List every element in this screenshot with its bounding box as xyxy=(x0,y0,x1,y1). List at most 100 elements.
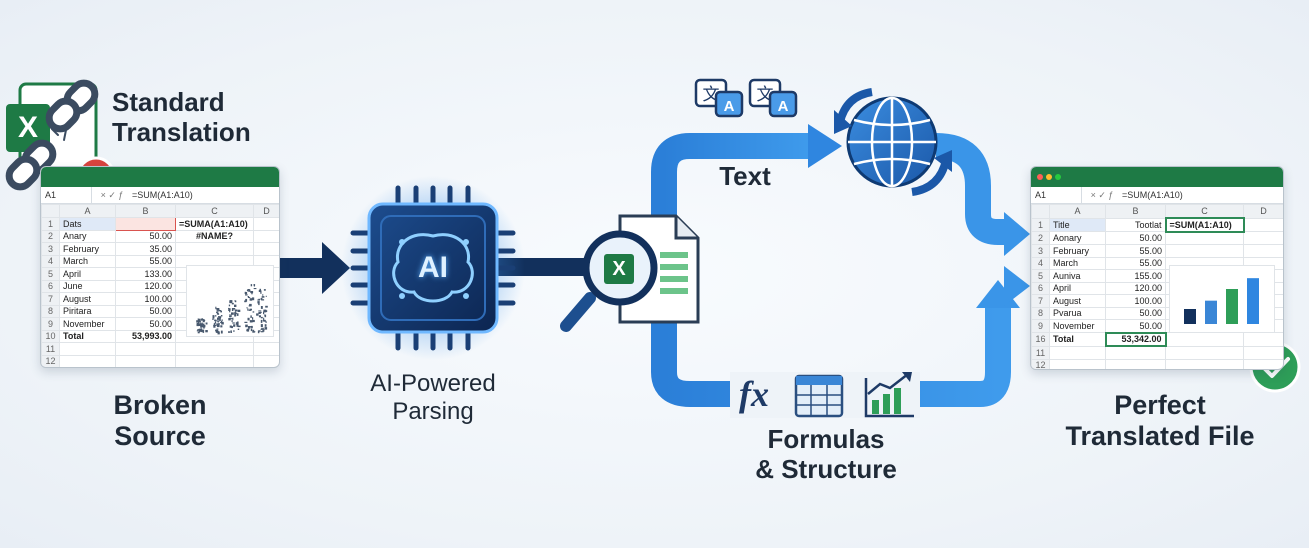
cell[interactable] xyxy=(115,354,176,367)
cell[interactable] xyxy=(1243,345,1283,360)
cell[interactable] xyxy=(115,217,176,231)
cell[interactable] xyxy=(1243,231,1283,245)
cell[interactable]: Anary xyxy=(59,229,116,243)
cell[interactable] xyxy=(1165,345,1244,360)
maximize-dot-icon[interactable] xyxy=(1055,174,1061,180)
cell[interactable] xyxy=(253,354,279,367)
cell[interactable] xyxy=(175,354,254,367)
cell[interactable]: 53,342.00 xyxy=(1104,331,1167,347)
cell[interactable]: 50.00 xyxy=(1105,319,1166,333)
cell[interactable]: February xyxy=(59,242,116,256)
row-number[interactable]: 5 xyxy=(41,267,60,281)
cell[interactable]: 120.00 xyxy=(115,279,176,293)
row-number[interactable]: 1 xyxy=(41,217,60,231)
cell[interactable]: 50.00 xyxy=(115,317,176,331)
row-number[interactable]: 9 xyxy=(41,317,60,331)
cell[interactable] xyxy=(1165,358,1244,369)
cell[interactable] xyxy=(1165,244,1244,258)
cell[interactable] xyxy=(115,342,176,356)
cell[interactable]: 55.00 xyxy=(115,254,176,268)
cell[interactable]: November xyxy=(59,317,116,331)
row-number[interactable]: 2 xyxy=(41,229,60,243)
row-number[interactable]: 7 xyxy=(41,292,60,306)
cell-ref-box[interactable]: A1 xyxy=(1031,187,1082,203)
cell[interactable] xyxy=(1105,358,1166,369)
cell[interactable]: Pvarua xyxy=(1049,306,1106,320)
cell[interactable]: 120.00 xyxy=(1105,281,1166,295)
cell[interactable] xyxy=(1105,345,1166,360)
row-number[interactable]: 2 xyxy=(1031,231,1050,245)
column-header[interactable]: B xyxy=(115,204,176,218)
cell[interactable]: March xyxy=(59,254,116,268)
fx-button[interactable]: × ✓ ƒ xyxy=(100,189,124,200)
column-header[interactable]: D xyxy=(1243,204,1283,219)
row-number[interactable]: 3 xyxy=(41,242,60,256)
column-header[interactable]: C xyxy=(1165,204,1244,219)
row-number[interactable]: 11 xyxy=(1031,345,1050,360)
close-dot-icon[interactable] xyxy=(1037,174,1043,180)
cell[interactable] xyxy=(253,242,279,256)
row-number[interactable]: 7 xyxy=(1031,294,1050,308)
cell[interactable]: 50.00 xyxy=(115,304,176,318)
cell[interactable] xyxy=(253,217,279,231)
row-number[interactable]: 4 xyxy=(41,254,60,268)
fx-button[interactable]: × ✓ ƒ xyxy=(1090,189,1114,200)
cell[interactable]: 53,993.00 xyxy=(115,329,176,343)
cell[interactable]: Piritara xyxy=(59,304,116,318)
cell[interactable]: August xyxy=(1049,294,1106,308)
row-number[interactable]: 9 xyxy=(1031,319,1050,333)
row-number[interactable]: 8 xyxy=(1031,306,1050,320)
column-header[interactable]: C xyxy=(175,204,254,218)
row-number[interactable]: 16 xyxy=(1031,332,1050,347)
row-number[interactable]: 3 xyxy=(1031,244,1050,258)
cell[interactable] xyxy=(1049,345,1106,360)
cell[interactable]: 55.00 xyxy=(1105,244,1166,258)
cell[interactable]: August xyxy=(59,292,116,306)
row-number[interactable]: 11 xyxy=(41,342,60,356)
cell[interactable]: March xyxy=(1049,256,1106,270)
cell[interactable] xyxy=(1243,217,1283,232)
cell[interactable]: Total xyxy=(59,329,116,343)
cell[interactable]: 155.00 xyxy=(1105,269,1166,283)
cell[interactable] xyxy=(1243,332,1283,347)
corner-cell[interactable] xyxy=(1031,204,1050,219)
cell[interactable] xyxy=(1165,231,1244,245)
cell-ref-box[interactable]: A1 xyxy=(41,187,92,203)
cell[interactable]: Tootlat xyxy=(1105,217,1166,232)
cell[interactable] xyxy=(59,342,116,356)
cell[interactable]: April xyxy=(1049,281,1106,295)
row-number[interactable]: 10 xyxy=(41,329,60,343)
cell[interactable]: June xyxy=(59,279,116,293)
cell[interactable] xyxy=(253,229,279,243)
cell[interactable]: 55.00 xyxy=(1105,256,1166,270)
cell[interactable]: Title xyxy=(1049,217,1106,232)
cell[interactable]: Auniva xyxy=(1049,269,1106,283)
cell[interactable]: 133.00 xyxy=(115,267,176,281)
cell[interactable] xyxy=(175,242,254,256)
cell[interactable]: 50.00 xyxy=(1105,231,1166,245)
cell[interactable]: Aonary xyxy=(1049,231,1106,245)
cell[interactable] xyxy=(1243,358,1283,369)
cell[interactable]: #NAME? xyxy=(175,229,254,243)
cell[interactable]: 50.00 xyxy=(115,229,176,243)
column-header[interactable]: A xyxy=(1049,204,1106,219)
row-number[interactable]: 1 xyxy=(1031,217,1050,232)
cell[interactable]: February xyxy=(1049,244,1106,258)
row-number[interactable]: 6 xyxy=(41,279,60,293)
row-number[interactable]: 6 xyxy=(1031,281,1050,295)
cell[interactable]: 100.00 xyxy=(115,292,176,306)
cell[interactable]: 50.00 xyxy=(1105,306,1166,320)
cell[interactable]: =SUMA(A1:A10) xyxy=(175,217,254,231)
column-header[interactable]: A xyxy=(59,204,116,218)
column-header[interactable]: D xyxy=(253,204,279,218)
cell[interactable]: 100.00 xyxy=(1105,294,1166,308)
cell[interactable] xyxy=(253,342,279,356)
row-number[interactable]: 4 xyxy=(1031,256,1050,270)
cell[interactable]: April xyxy=(59,267,116,281)
row-number[interactable]: 12 xyxy=(41,354,60,367)
row-number[interactable]: 12 xyxy=(1031,358,1050,369)
minimize-dot-icon[interactable] xyxy=(1046,174,1052,180)
cell[interactable]: =SUM(A1:A10) xyxy=(1164,217,1245,233)
cell[interactable]: November xyxy=(1049,319,1106,333)
cell[interactable] xyxy=(1165,332,1244,347)
